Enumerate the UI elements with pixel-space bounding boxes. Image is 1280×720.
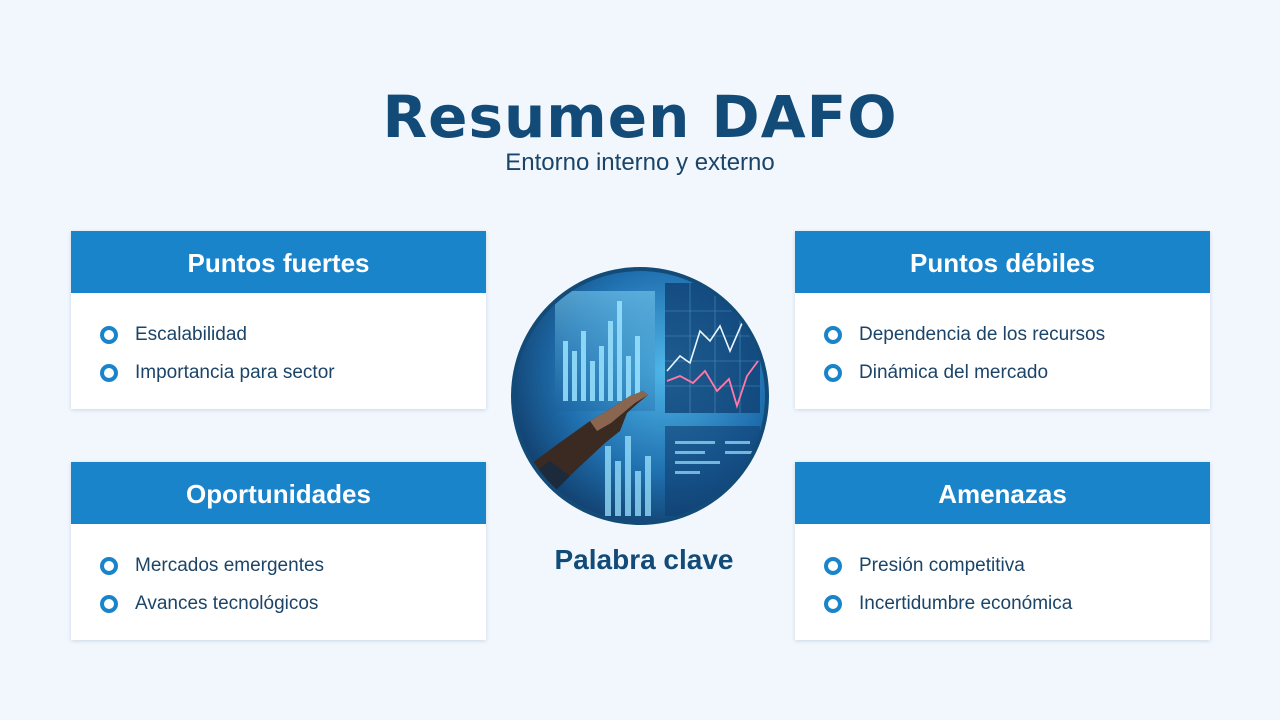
list-item-text: Avances tecnológicos <box>135 593 319 614</box>
list-item-text: Dependencia de los recursos <box>859 324 1106 345</box>
list-item-text: Dinámica del mercado <box>859 362 1049 383</box>
threats-header: Amenazas <box>795 462 1210 524</box>
strengths-header: Puntos fuertes <box>71 231 486 293</box>
center-image <box>511 267 769 525</box>
ring-bullet-icon <box>824 326 842 344</box>
opportunities-header: Oportunidades <box>71 462 486 524</box>
threats-card: Amenazas Presión competitiva Incertidumb… <box>795 462 1210 640</box>
list-item: Incertidumbre económica <box>824 585 1210 623</box>
list-item: Dependencia de los recursos <box>824 316 1210 354</box>
threats-list: Presión competitiva Incertidumbre económ… <box>795 524 1210 623</box>
list-item: Avances tecnológicos <box>100 585 486 623</box>
list-item: Escalabilidad <box>100 316 486 354</box>
opportunities-list: Mercados emergentes Avances tecnológicos <box>71 524 486 623</box>
keyword-label: Palabra clave <box>554 544 734 575</box>
ring-bullet-icon <box>824 557 842 575</box>
ring-bullet-icon <box>824 595 842 613</box>
list-item-text: Presión competitiva <box>859 555 1025 576</box>
strengths-list: Escalabilidad Importancia para sector <box>71 293 486 392</box>
list-item: Dinámica del mercado <box>824 354 1210 392</box>
list-item-text: Importancia para sector <box>135 362 335 383</box>
ring-bullet-icon <box>100 557 118 575</box>
list-item: Mercados emergentes <box>100 547 486 585</box>
ring-bullet-icon <box>100 364 118 382</box>
weaknesses-list: Dependencia de los recursos Dinámica del… <box>795 293 1210 392</box>
weaknesses-header: Puntos débiles <box>795 231 1210 293</box>
dashboard-photo <box>515 271 765 521</box>
opportunities-card: Oportunidades Mercados emergentes Avance… <box>71 462 486 640</box>
list-item-text: Mercados emergentes <box>135 555 325 576</box>
list-item: Importancia para sector <box>100 354 486 392</box>
weaknesses-card: Puntos débiles Dependencia de los recurs… <box>795 231 1210 409</box>
list-item: Presión competitiva <box>824 547 1210 585</box>
list-item-text: Incertidumbre económica <box>859 593 1073 614</box>
slide-title: Resumen DAFO <box>382 83 898 151</box>
slide-subtitle: Entorno interno y externo <box>505 149 775 176</box>
ring-bullet-icon <box>100 326 118 344</box>
strengths-card: Puntos fuertes Escalabilidad Importancia… <box>71 231 486 409</box>
list-item-text: Escalabilidad <box>135 324 247 345</box>
ring-bullet-icon <box>824 364 842 382</box>
ring-bullet-icon <box>100 595 118 613</box>
